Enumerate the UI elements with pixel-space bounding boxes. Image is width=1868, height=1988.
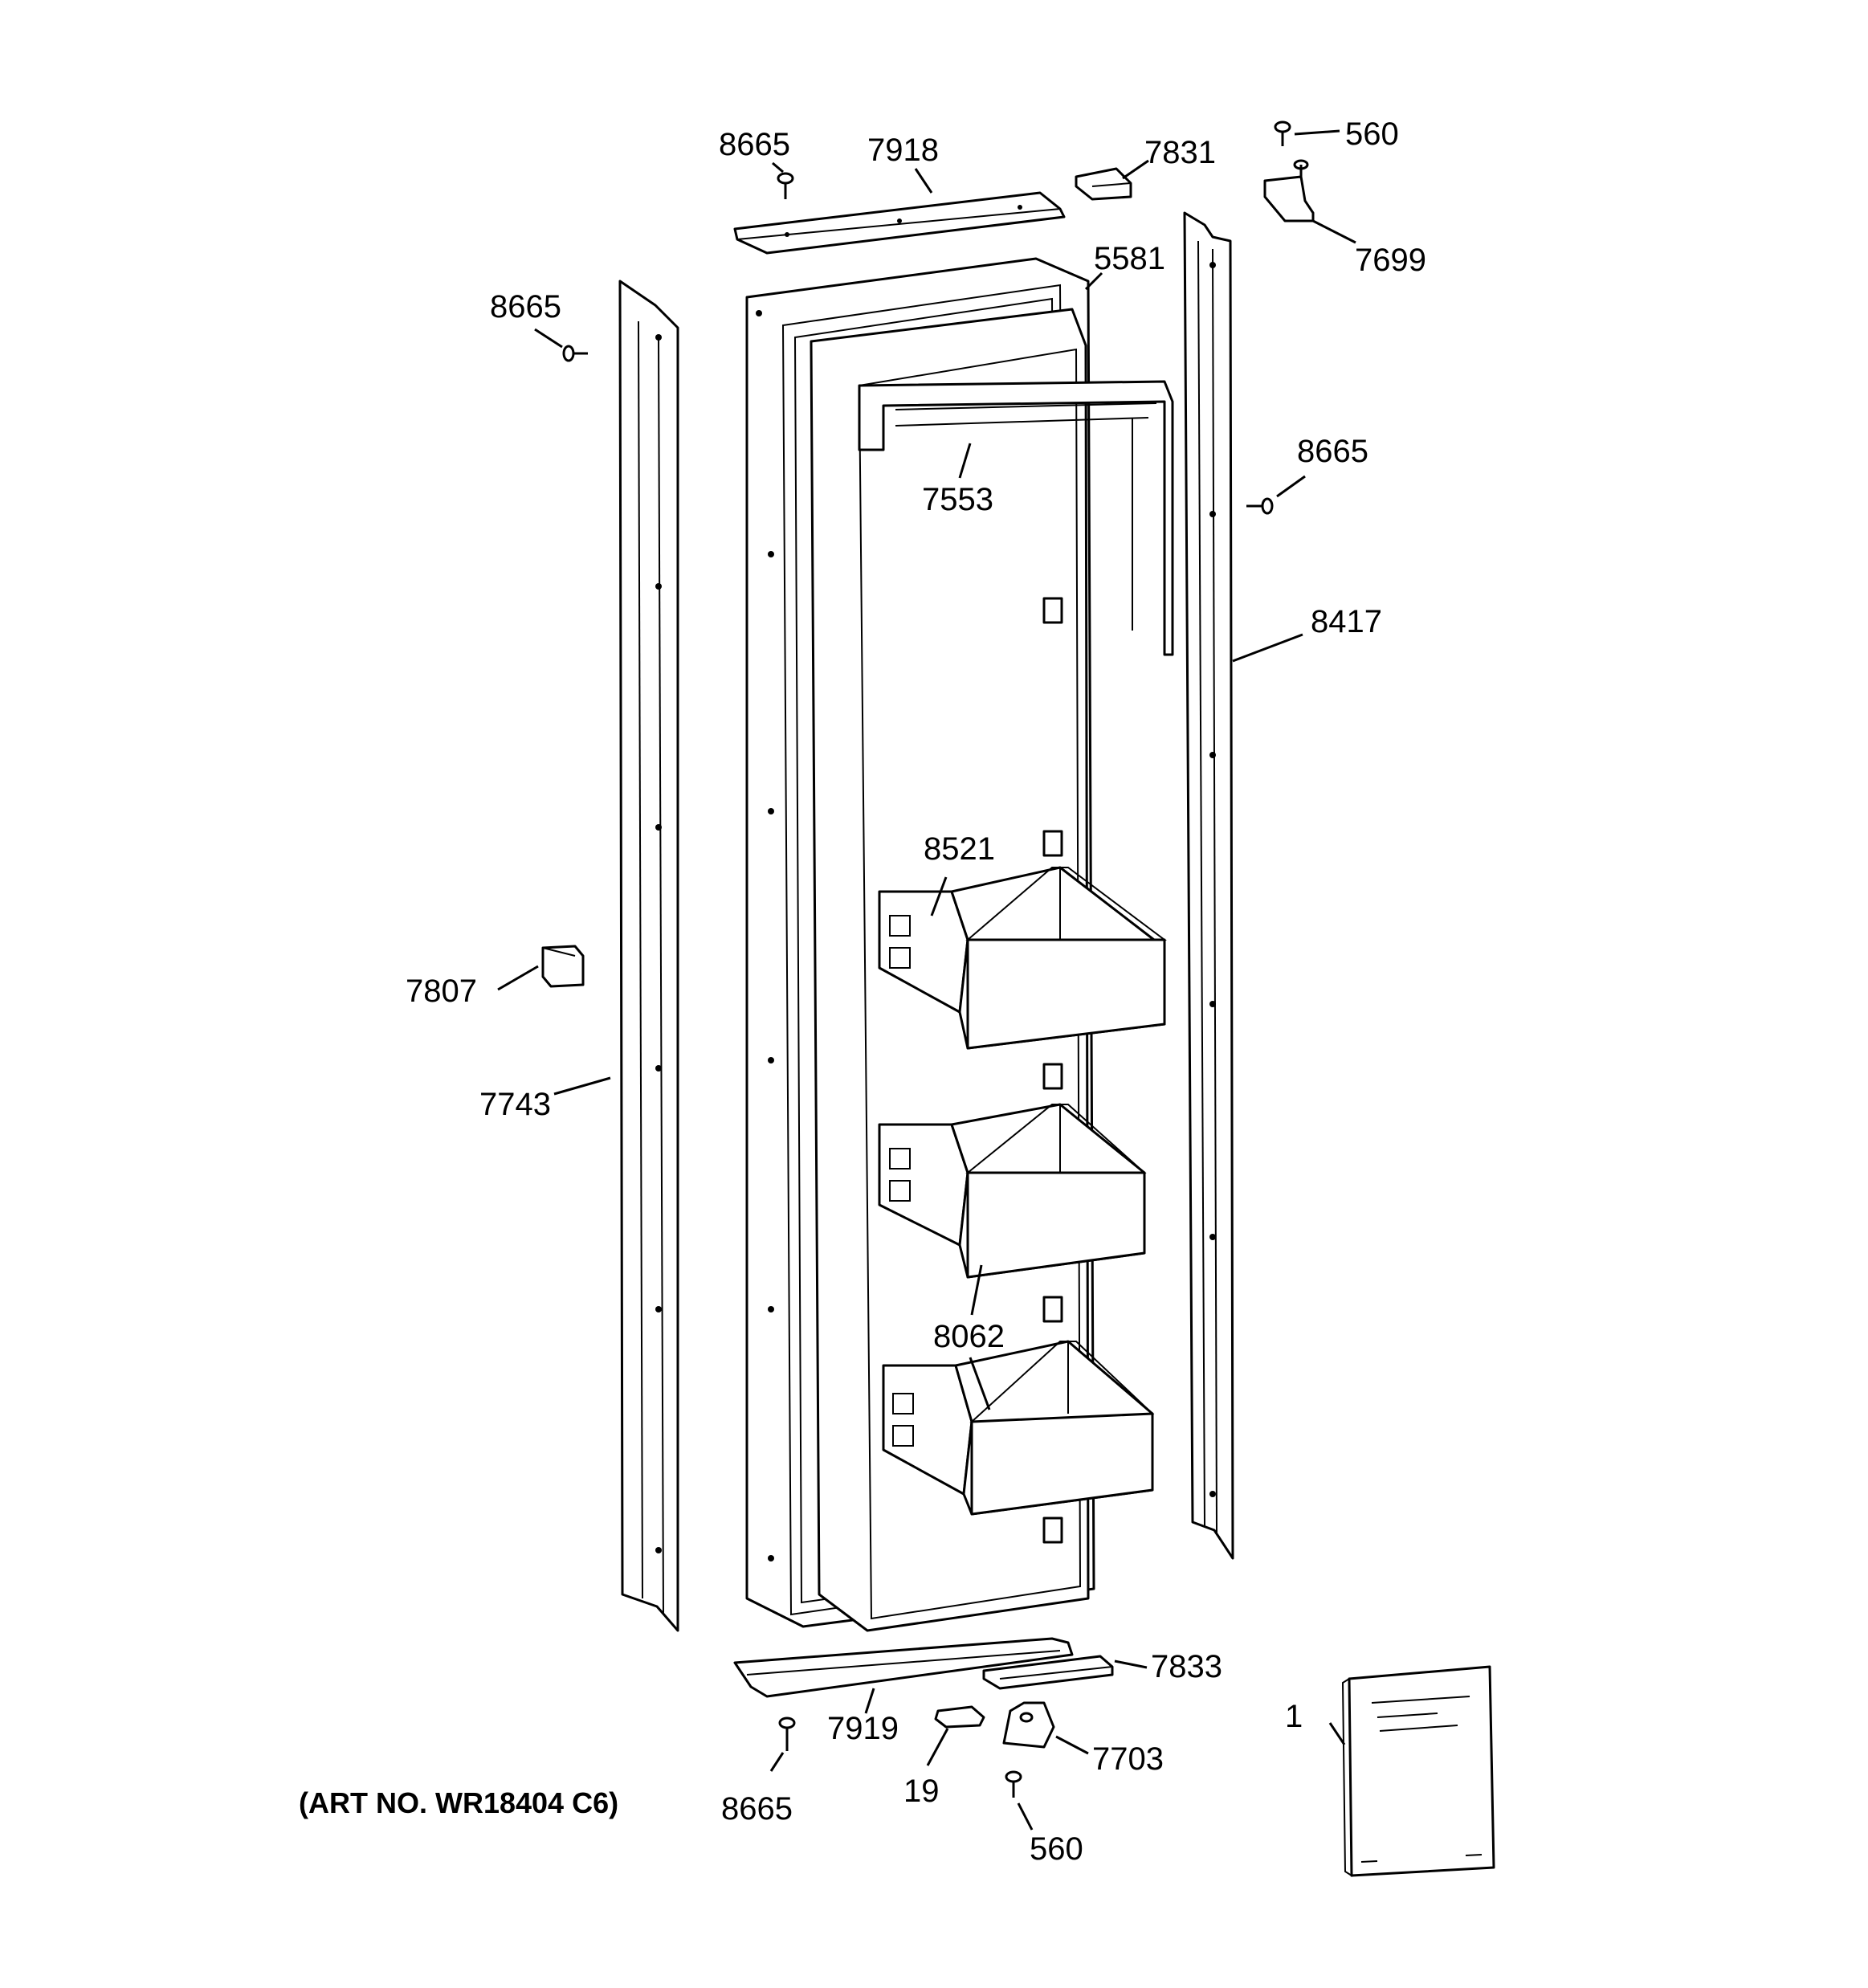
foam-block [541,945,585,988]
callout-8521: 8521 [924,831,995,867]
callout-7699: 7699 [1355,243,1426,278]
top-bracket [1075,167,1132,201]
bottom-cap [733,1637,1074,1698]
door-gasket [858,380,1174,656]
top-hinge [1263,159,1315,222]
callout-1: 1 [1285,1699,1303,1734]
callout-7807: 7807 [406,974,477,1009]
door-stop [934,1705,985,1729]
screw-bottom-right [1005,1770,1022,1798]
bottom-hinge [1002,1701,1055,1749]
callout-7833: 7833 [1151,1649,1222,1684]
leader-lines [497,129,1356,1831]
owner-manual [1341,1665,1495,1877]
top-cap [733,191,1066,255]
screw-right-trim [1246,497,1274,515]
callout-8665-right: 8665 [1297,434,1368,469]
callout-7919: 7919 [827,1711,899,1746]
callout-19: 19 [903,1774,940,1809]
callout-7918: 7918 [867,133,939,168]
callout-8417: 8417 [1311,604,1382,639]
door-bin-bottom [882,1340,1155,1516]
callout-8665-left: 8665 [490,289,561,325]
bottom-bracket [982,1655,1114,1690]
door-bin-middle [878,1103,1147,1279]
left-door-trim [618,280,679,1632]
art-number: (ART NO. WR18404 C6) [299,1786,618,1819]
door-bin-top [878,866,1167,1050]
callout-8665-top: 8665 [719,127,790,162]
callout-7743: 7743 [479,1087,551,1122]
shelf-clips [1042,597,1063,1544]
callout-5581: 5581 [1094,241,1165,276]
callout-560-bottom: 560 [1030,1831,1083,1867]
screw-top-right [1274,120,1291,146]
screw-left-trim [562,345,588,362]
callout-7553: 7553 [922,482,993,517]
callout-8665-bottom: 8665 [721,1791,793,1827]
callout-8062: 8062 [933,1319,1005,1354]
right-door-trim [1183,211,1234,1560]
screw-bottom-left [778,1717,796,1751]
callout-7703: 7703 [1092,1741,1164,1777]
callout-7831: 7831 [1144,135,1216,170]
screw-top-left [777,172,794,199]
callout-560-top: 560 [1345,116,1399,152]
